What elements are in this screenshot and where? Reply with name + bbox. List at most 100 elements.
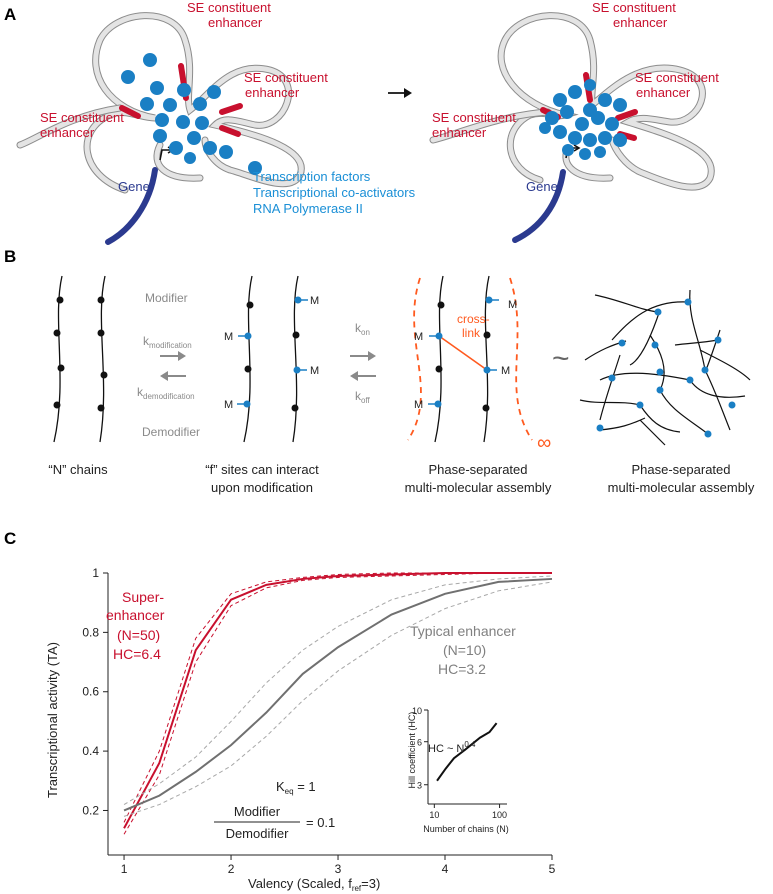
x-tick-label: 2 [228, 862, 235, 876]
gene-segment-left [105, 167, 158, 245]
y-tick-label: 0.2 [82, 803, 99, 817]
m-label-6: M [414, 399, 423, 411]
inset-x-tick-label: 100 [492, 810, 507, 820]
crosslink-label-1: cross- [457, 312, 490, 326]
ratio-value: = 0.1 [306, 815, 335, 830]
y-tick-label: 0.8 [82, 625, 99, 639]
y-axis-label: Transcriptional activity (TA) [45, 642, 60, 798]
chains-crosslinked [407, 275, 533, 443]
m-label-5: M [414, 331, 423, 343]
y-tick-label: 1 [92, 566, 99, 580]
factors-right [539, 79, 627, 160]
k-on: kon [355, 321, 370, 337]
caption-chains: “N” chains [48, 462, 108, 477]
x-tick-label: 4 [442, 862, 449, 876]
te-annotation-1: Typical enhancer [410, 623, 516, 639]
chromatin-loops-right [429, 12, 715, 191]
keq-annotation: Keq = 1 [276, 779, 316, 796]
se-label-4-line1: SE constituent [592, 0, 676, 15]
series-line [123, 572, 552, 829]
modifier-label: Modifier [145, 291, 188, 305]
se-label-3-line2: enhancer [40, 125, 95, 140]
k-modification: kmodification [143, 334, 192, 350]
chains-plain [53, 275, 108, 443]
te-annotation-3: HC=3.2 [438, 661, 486, 677]
se-label-4-line2: enhancer [613, 15, 668, 30]
hill-coefficient-inset: 10 100 3 6 10 [412, 706, 507, 820]
forward-arrow-icon [160, 351, 186, 361]
demodifier-label: Demodifier [142, 425, 200, 439]
caption-phase2-line2: multi-molecular assembly [608, 480, 755, 495]
gene-label-right: Gene [526, 179, 558, 194]
inset-y-tick-label: 3 [417, 781, 422, 791]
tss-arrow-left [159, 149, 172, 161]
inset-hc-line [436, 722, 498, 782]
factors-left [121, 53, 262, 175]
caption-sites-line2: upon modification [211, 480, 313, 495]
inset-y-tick-label: 6 [417, 738, 422, 748]
gene-segment-right [512, 169, 566, 243]
se-label-5-line1: SE constituent [635, 70, 719, 85]
arrow-icon [388, 88, 412, 98]
se-annotation-3: (N=50) [117, 627, 160, 643]
network-nodes [596, 298, 736, 438]
inset-formula: HC ~ N0.4 [428, 740, 476, 755]
te-annotation-2: (N=10) [443, 642, 486, 658]
chains-modified [237, 275, 308, 443]
panel-a-label: A [4, 5, 16, 24]
inset-x-tick-label: 10 [429, 810, 439, 820]
x-tick-label: 1 [121, 862, 128, 876]
legend-line-1: Transcription factors [253, 169, 371, 184]
se-label-2-line1: SE constituent [244, 70, 328, 85]
network-assembly [579, 289, 751, 446]
se-label-1-line1: SE constituent [187, 0, 271, 15]
legend-line-3: RNA Polymerase II [253, 201, 363, 216]
confidence-line [123, 575, 553, 805]
tilde-symbol: ~ [552, 342, 570, 375]
se-label-5-line2: enhancer [636, 85, 691, 100]
m-label-2: M [224, 399, 233, 411]
x-tick-label: 3 [335, 862, 342, 876]
panel-b-label: B [4, 247, 16, 266]
k-off: koff [355, 389, 371, 405]
ratio-denominator: Demodifier [226, 826, 290, 841]
inset-y-tick-label: 10 [412, 706, 422, 716]
caption-phase-line1: Phase-separated [428, 462, 527, 477]
crosslink-label-2: link [462, 326, 481, 340]
confidence-line [123, 581, 553, 817]
ratio-numerator: Modifier [234, 804, 281, 819]
se-annotation-1: Super- [122, 589, 164, 605]
m-label-3: M [310, 295, 319, 307]
m-label-4: M [310, 365, 319, 377]
m-label-8: M [501, 365, 510, 377]
se-annotation-2: enhancer [106, 607, 165, 623]
se-label-1-line2: enhancer [208, 15, 263, 30]
y-tick-label: 0.6 [82, 685, 99, 699]
unbind-arrow-icon [350, 371, 376, 381]
legend-line-2: Transcriptional co-activators [253, 185, 416, 200]
inset-x-label: Number of chains (N) [423, 824, 509, 834]
se-label-6-line1: SE constituent [432, 110, 516, 125]
caption-phase-line2: multi-molecular assembly [405, 480, 552, 495]
panel-c-label: C [4, 529, 16, 548]
caption-sites-line1: “f” sites can interact [205, 462, 319, 477]
series-line [123, 577, 553, 812]
x-tick-label: 5 [549, 862, 556, 876]
m-label-7: M [508, 299, 517, 311]
se-label-2-line2: enhancer [245, 85, 300, 100]
se-label-6-line2: enhancer [432, 125, 487, 140]
inset-y-label: Hill coefficient (HC) [407, 712, 417, 789]
infinity-symbol: ∞ [537, 432, 551, 454]
caption-phase2-line1: Phase-separated [631, 462, 730, 477]
m-label-1: M [224, 331, 233, 343]
x-axis-label: Valency (Scaled, fref=3) [248, 876, 380, 893]
confidence-line [123, 572, 552, 835]
confidence-line [123, 572, 552, 823]
se-annotation-4: HC=6.4 [113, 646, 161, 662]
se-label-3-line1: SE constituent [40, 110, 124, 125]
bind-arrow-icon [350, 351, 376, 361]
reverse-arrow-icon [160, 371, 186, 381]
gene-label-left: Gene [118, 179, 150, 194]
